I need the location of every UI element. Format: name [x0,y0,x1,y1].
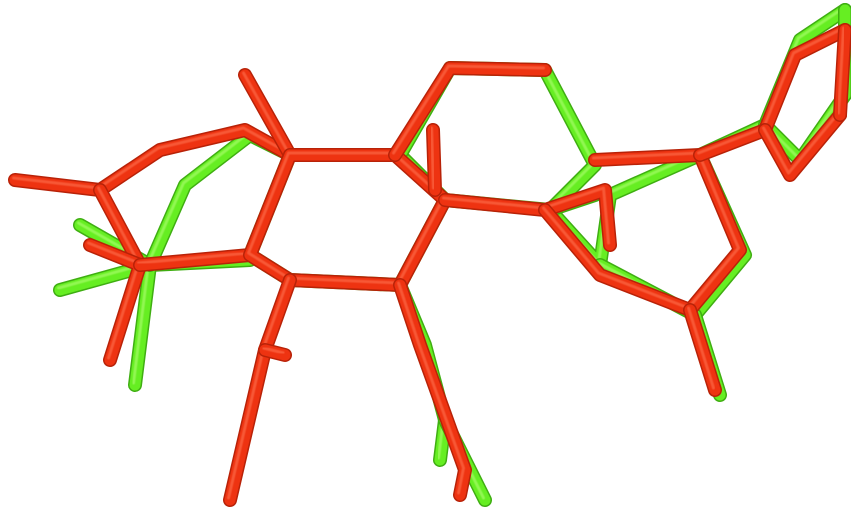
red-bond-highlight-14 [837,26,845,115]
red-bond-highlight-9 [442,186,610,245]
red-bond-9 [439,184,616,251]
red-bond-highlight-2 [242,71,290,155]
red-bond-highlight-1 [12,126,290,190]
red-bond-7 [389,62,551,161]
red-bond-highlight-5 [137,251,250,265]
red-bond-15 [224,274,296,506]
red-bond-highlight-16 [262,346,285,355]
red-bond-highlight-10 [542,151,740,310]
red-bond-12 [694,24,851,161]
green-bond-shadow-10 [593,148,752,322]
red-bond-14 [834,24,851,121]
red-bond-highlight-11 [687,306,715,390]
red-bond-highlight-8 [430,126,435,190]
red-molecule-structure [8,23,851,507]
red-bond-highlight-3 [97,186,140,265]
red-bond-highlight-12 [697,26,845,155]
red-bond-highlight-17 [397,281,465,495]
green-bond-highlight-3 [132,261,150,385]
red-bond-5 [134,249,256,271]
red-bond-highlight-7 [392,64,545,155]
green-bond-3 [129,259,156,391]
red-bond-highlight-13 [762,111,840,175]
red-bond-16 [259,344,291,361]
